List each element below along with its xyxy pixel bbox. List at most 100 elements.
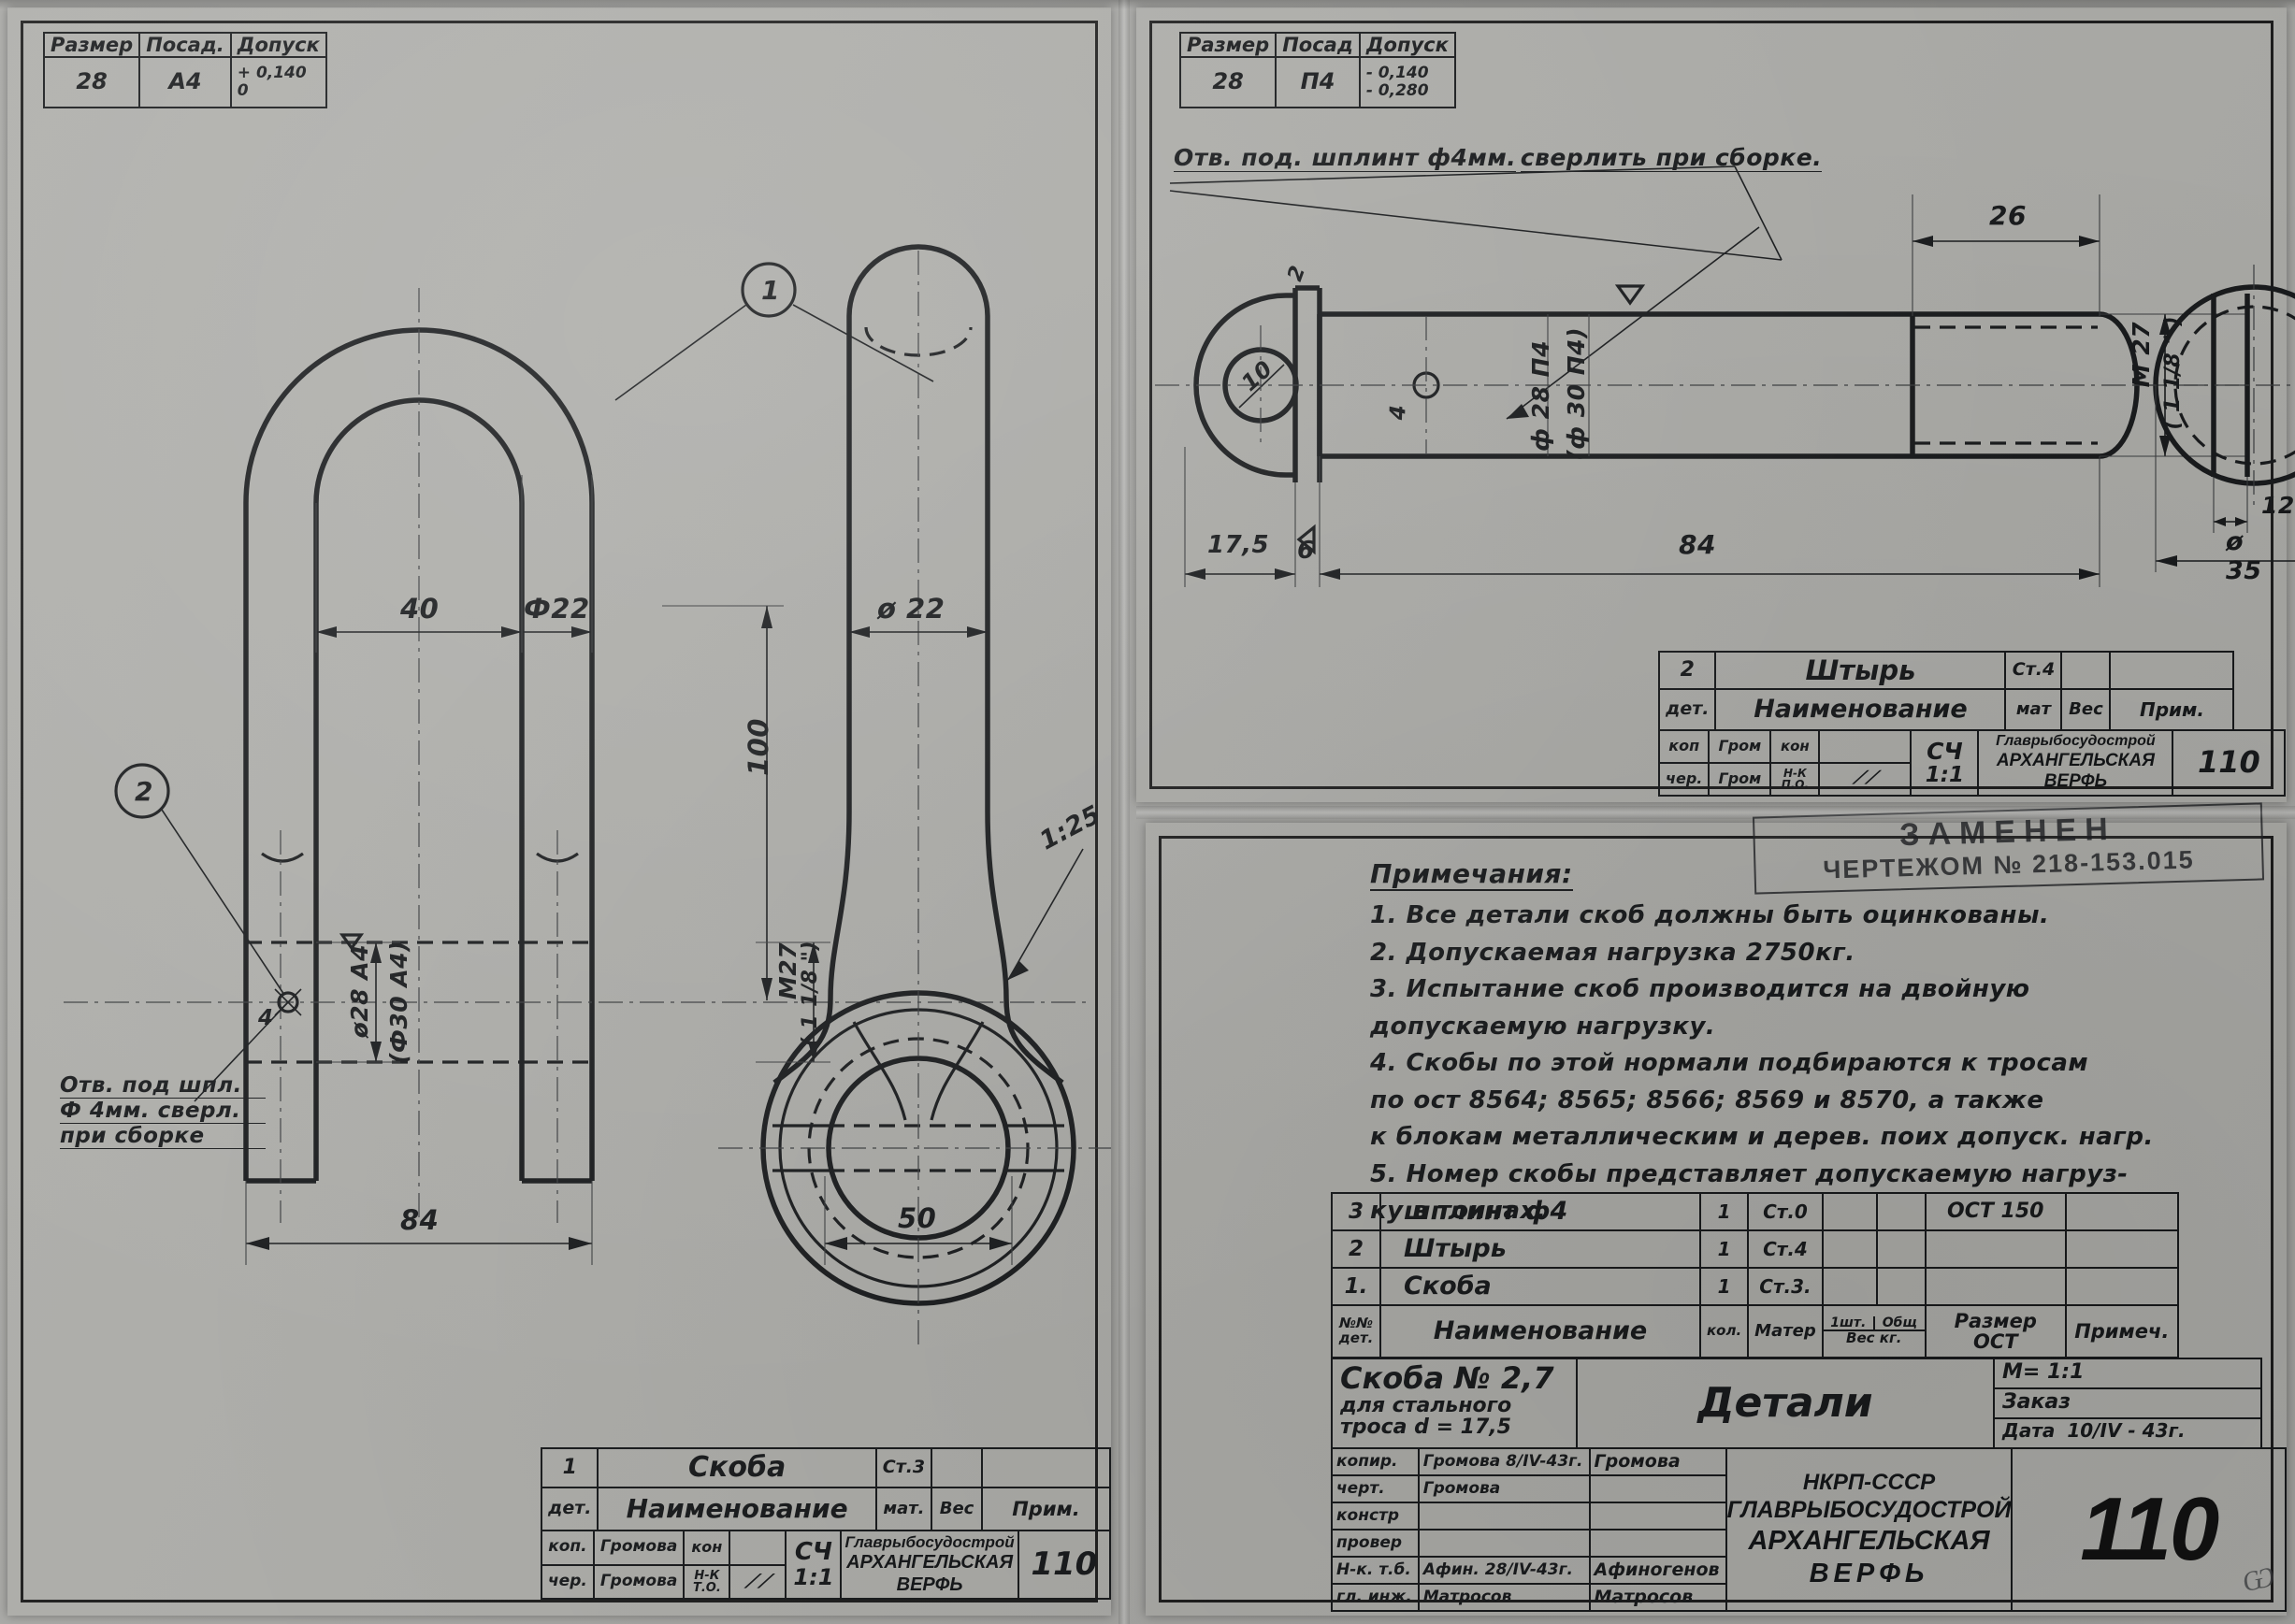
pr3-mat: Ст.0 xyxy=(1747,1192,1824,1231)
pr2-name: Штырь xyxy=(1379,1229,1701,1269)
pr3-qty: 1 xyxy=(1698,1192,1750,1231)
lt-draw-label: чер. xyxy=(541,1563,595,1601)
mt-org-0: НКРП-СССР xyxy=(1802,1469,1936,1495)
mt-sig-4: Афин. 28/IV-43г. xyxy=(1417,1556,1591,1585)
pr2-num: 2 xyxy=(1331,1229,1381,1269)
balloon-1-label: 1 xyxy=(761,275,780,306)
left-drawing-svg xyxy=(64,244,1111,1344)
mt-role-3: провер xyxy=(1331,1529,1420,1558)
mt-sig-5: Матросов xyxy=(1417,1583,1591,1612)
pt-part-num: 2 xyxy=(1657,651,1717,690)
pt-nk-sign: ⟋⟋ xyxy=(1818,761,1912,797)
left-panel: Размер Посад. Допуск 28 А4 + 0,140 0 xyxy=(7,7,1112,1616)
pin-dim-shaft-len: 84 xyxy=(1679,529,1716,560)
mt-org-2: АРХАНГЕЛЬСКАЯ xyxy=(1748,1525,1990,1556)
pt-copy-name: Гром xyxy=(1708,729,1772,764)
pt-h-mat: мат xyxy=(2004,688,2063,731)
notes-title: Примечания: xyxy=(1370,858,1573,891)
fit-value-fit: А4 xyxy=(138,56,232,109)
pt-scale: 1:1 xyxy=(1925,762,1964,787)
pt-draw-name: Гром xyxy=(1708,761,1772,797)
mt-name-0: Громова xyxy=(1588,1447,1727,1476)
mt-scale: М= 1:1 xyxy=(1995,1359,2260,1389)
rfit-header-tol: Допуск xyxy=(1358,31,1456,59)
ph-note: Примеч. xyxy=(2064,1304,2179,1358)
mt-sig-3 xyxy=(1417,1529,1591,1558)
mt-name-2 xyxy=(1588,1502,1727,1531)
lt-nk-sign: ⟋⟋ xyxy=(729,1563,787,1601)
pt-org-2: АРХАНГЕЛЬСКАЯ xyxy=(1996,750,2155,770)
ph-w1: 1шт. xyxy=(1824,1316,1875,1330)
mt-name-1 xyxy=(1588,1474,1727,1503)
note-3b: допускаемую нагрузку. xyxy=(1370,1012,1716,1041)
pin-hole-note: Отв. под. шплинт ф4мм. сверлить при сбор… xyxy=(1174,140,1823,172)
pt-h-det: дет. xyxy=(1657,688,1717,731)
mt-part-name-3: троса d = 17,5 xyxy=(1340,1415,1511,1439)
fit-header-size: Размер xyxy=(42,31,141,59)
lt-org-2: АРХАНГЕЛЬСКАЯ xyxy=(846,1552,1014,1574)
pin-dim-shaft-dia-alt: (ф 30 П4) xyxy=(1563,327,1590,461)
mt-date-label: Дата xyxy=(2002,1419,2056,1442)
ph-num: №№ дет. xyxy=(1331,1304,1381,1358)
note-5: 5. Номер скобы представляет допускаемую … xyxy=(1370,1159,2129,1188)
pin-dim-thread-len: 26 xyxy=(1989,200,2027,231)
mt-org: НКРП-СССР ГЛАВРЫБОСУДОСТРОЙ АРХАНГЕЛЬСКА… xyxy=(1727,1469,2012,1591)
parts-table: 3 шплинт ф4 1 Ст.0 ОСТ 150 2 Штырь 1 Ст.… xyxy=(1331,1192,2179,1358)
pt-draw-label: чер. xyxy=(1657,761,1710,797)
pin-dim-cotter-hole: 4 xyxy=(1385,404,1411,421)
pin-dim-thread: М 27 xyxy=(2128,322,2155,388)
pr3-w2 xyxy=(1875,1192,1927,1231)
note-4c: к блокам металлическим и дерев. поих доп… xyxy=(1370,1123,2154,1152)
note-2: 2. Допускаемая нагрузка 2750кг. xyxy=(1370,938,1855,967)
mt-role-4: Н-к. т.б. xyxy=(1331,1556,1420,1585)
dim-pin-hole-dia-alt: (Ф30 А4) xyxy=(385,941,412,1064)
dim-bar-dia-top: Ф22 xyxy=(524,593,590,625)
fit-tol-lower: 0 xyxy=(237,81,249,101)
pt-h-name: Наименование xyxy=(1714,688,2007,731)
fit-value-size: 28 xyxy=(42,56,141,109)
rfit-value-size: 28 xyxy=(1178,56,1277,109)
lt-org-1: Главрыбосудострой xyxy=(844,1533,1015,1551)
pr1-w1 xyxy=(1821,1267,1878,1306)
lt-part-name: Скоба xyxy=(597,1447,877,1488)
left-panel-frame xyxy=(21,21,1098,1602)
mt-date-value: 10/IV - 43г. xyxy=(2067,1419,2186,1442)
mt-part-name-2: для стального xyxy=(1340,1393,1512,1417)
mt-number: 110 xyxy=(2080,1478,2219,1579)
fold-crease-vertical xyxy=(1119,0,1130,1624)
pr1-qty: 1 xyxy=(1698,1267,1750,1306)
lt-h-weight: Вес xyxy=(931,1487,983,1531)
lt-copy-label: коп. xyxy=(541,1530,595,1566)
lt-part-mat: Ст.3 xyxy=(874,1447,933,1488)
note-3: 3. Испытание скоб производится на двойну… xyxy=(1370,975,2030,1004)
left-title-block: 1 Скоба Ст.3 дет. Наименование мат. Вес … xyxy=(540,1447,1112,1601)
pt-part-name: Штырь xyxy=(1714,651,2007,690)
pin-dim-collar: 6 xyxy=(1297,537,1315,565)
pt-org-1: Главрыбосудострой xyxy=(1996,733,2156,749)
notes-block: Примечания: 1. Все детали скоб должны бы… xyxy=(1370,858,2259,1230)
pr2-w2 xyxy=(1875,1229,1927,1269)
mt-role-0: копир. xyxy=(1331,1447,1420,1476)
mt-order: Заказ xyxy=(1995,1389,2260,1419)
lt-org: Главрыбосудострой АРХАНГЕЛЬСКАЯ ВЕРФЬ xyxy=(842,1531,1017,1598)
pin-drawing-svg xyxy=(1155,165,2295,587)
notes-list: 1. Все детали скоб должны быть оцинкован… xyxy=(1370,898,2259,1230)
ph-weight: Вес кг. xyxy=(1846,1329,1902,1347)
fit-tol-upper: + 0,140 xyxy=(237,64,307,83)
right-fit-table: Размер Посад Допуск 28 П4 - 0,140 - 0,28… xyxy=(1178,31,1456,109)
pr3-size: ОСТ 150 xyxy=(1924,1192,2067,1231)
dim-thread: M27 xyxy=(774,942,801,1000)
pr1-num: 1. xyxy=(1331,1267,1381,1306)
mt-name-5: Матросов xyxy=(1588,1583,1727,1612)
left-hole-note-line3: при сборке xyxy=(60,1124,266,1149)
left-hole-note: Отв. под шпл. Ф 4мм. сверл. при сборке xyxy=(60,1073,266,1149)
lt-h-mat: мат. xyxy=(874,1487,933,1531)
left-hole-note-line1: Отв. под шпл. xyxy=(60,1073,266,1099)
superseded-stamp: ЗАМЕНЕН ЧЕРТЕЖОМ № 218-153.015 xyxy=(1752,802,2265,895)
dim-pin-hole-dia: ø28 А4 xyxy=(346,944,373,1039)
right-bottom-panel: Примечания: 1. Все детали скоб должны бы… xyxy=(1146,823,2287,1616)
rfit-tol-upper: - 0,140 xyxy=(1365,63,1429,82)
pin-dim-thread-inch: ( 1 1/8 " ) xyxy=(2161,316,2185,430)
lt-h-note: Прим. xyxy=(980,1487,1112,1531)
